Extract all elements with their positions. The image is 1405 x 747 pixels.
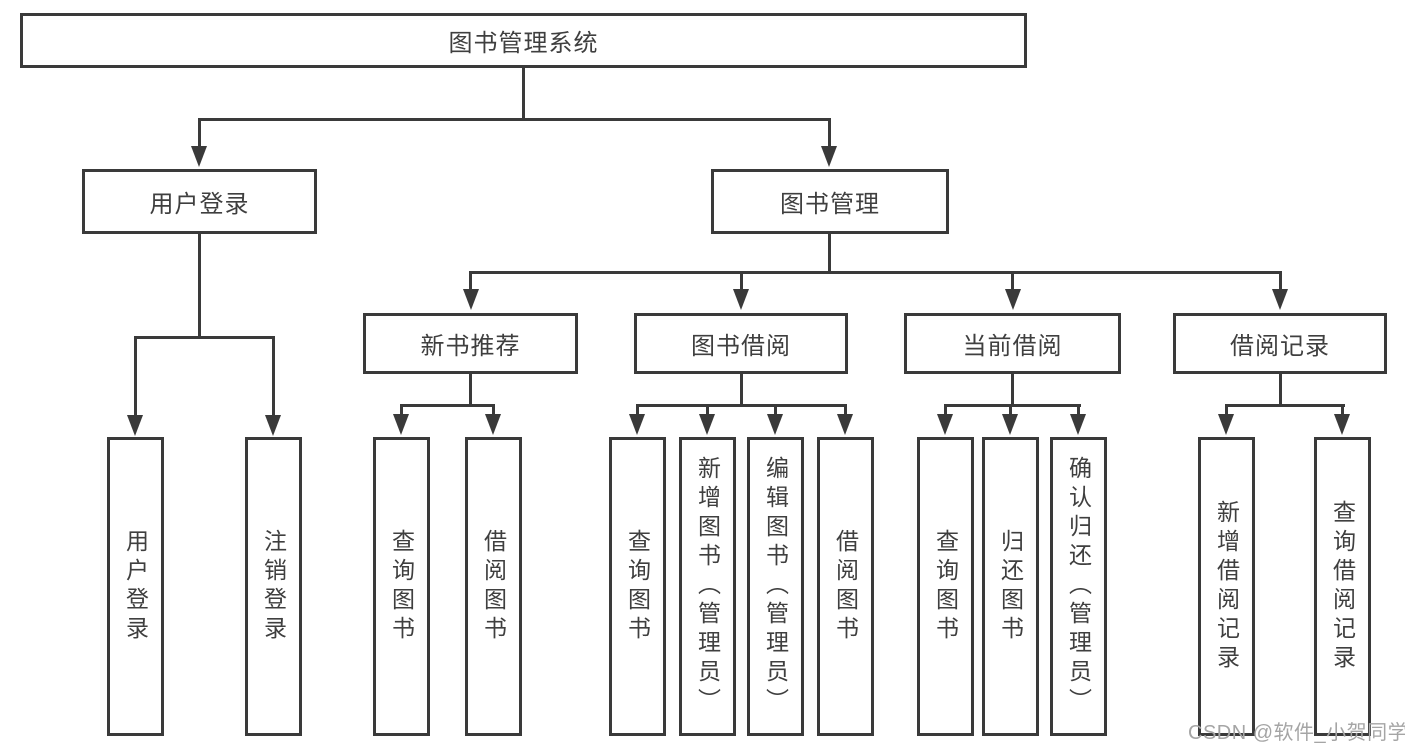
arrowhead-down-icon [733,289,749,310]
connector-line [133,336,137,417]
connector-line [197,234,201,336]
connector-line [1011,374,1014,406]
leaf-user-login: 用户登录 [106,437,164,736]
leaf-add-borrow-record: 新增借阅记录 [1197,437,1255,736]
connector-line [1224,404,1228,416]
arrowhead-down-icon [127,415,143,436]
arrowhead-down-icon [699,414,715,435]
arrowhead-down-icon [1004,289,1021,310]
leaf-return-books: 归还图书 [981,437,1039,736]
connector-line [1011,271,1014,291]
connector-line [399,404,403,416]
node-current-borrow: 当前借阅 [904,313,1121,374]
arrowhead-down-icon [1334,414,1350,435]
connector-line [469,271,1282,274]
connector-line [1224,404,1345,407]
connector-line [491,404,495,416]
leaf-query-borrow-record: 查询借阅记录 [1313,437,1371,736]
connector-line [773,404,777,416]
arrowhead-down-icon [837,414,853,435]
node-user-login: 用户登录 [82,169,317,234]
arrowhead-down-icon [937,414,953,435]
connector-line [197,118,831,121]
node-new-book-recommend: 新书推荐 [363,313,578,374]
connector-line [133,336,275,339]
arrowhead-down-icon [462,289,479,310]
connector-line [521,68,525,118]
node-book-management-system: 图书管理系统 [20,13,1027,68]
connector-line [1278,271,1282,291]
connector-line [271,336,275,417]
connector-line [827,234,831,273]
connector-line [739,374,743,406]
connector-line [705,404,709,416]
connector-line [843,404,847,416]
connector-line [197,118,201,148]
csdn-watermark: CSDN @软件_小贺同学 [1188,722,1405,744]
connector-line [635,404,639,416]
arrowhead-down-icon [1002,414,1018,435]
arrowhead-down-icon [821,146,837,167]
node-book-borrow: 图书借阅 [634,313,848,374]
leaf-query-books-recommend: 查询图书 [372,437,430,736]
connector-line [1008,404,1012,416]
arrowhead-down-icon [191,146,207,167]
leaf-logout: 注销登录 [244,437,302,736]
arrowhead-down-icon [1218,414,1234,435]
leaf-confirm-return-admin: 确认归还（管理员） [1049,437,1107,736]
connector-line [943,404,947,416]
arrowhead-down-icon [1070,414,1086,435]
leaf-edit-book-admin: 编辑图书（管理员） [746,437,804,736]
arrowhead-down-icon [393,414,409,435]
node-book-management: 图书管理 [711,169,949,234]
leaf-query-books-borrow: 查询图书 [608,437,666,736]
connector-line [1340,404,1344,416]
connector-line [1076,404,1080,416]
connector-line [469,374,472,406]
arrowhead-down-icon [265,415,281,436]
arrowhead-down-icon [767,414,783,435]
arrowhead-down-icon [485,414,501,435]
leaf-query-books-current: 查询图书 [916,437,974,736]
node-borrow-records: 借阅记录 [1173,313,1387,374]
connector-line [469,271,472,291]
connector-line [827,118,831,148]
arrowhead-down-icon [1272,289,1288,310]
arrowhead-down-icon [629,414,645,435]
connector-line [635,404,847,407]
leaf-borrow-books-recommend: 借阅图书 [464,437,522,736]
connector-line [739,271,743,291]
leaf-borrow-books: 借阅图书 [816,437,874,736]
leaf-add-book-admin: 新增图书（管理员） [678,437,736,736]
connector-line [1278,374,1282,407]
connector-line [399,404,495,407]
connector-line [943,404,1081,407]
